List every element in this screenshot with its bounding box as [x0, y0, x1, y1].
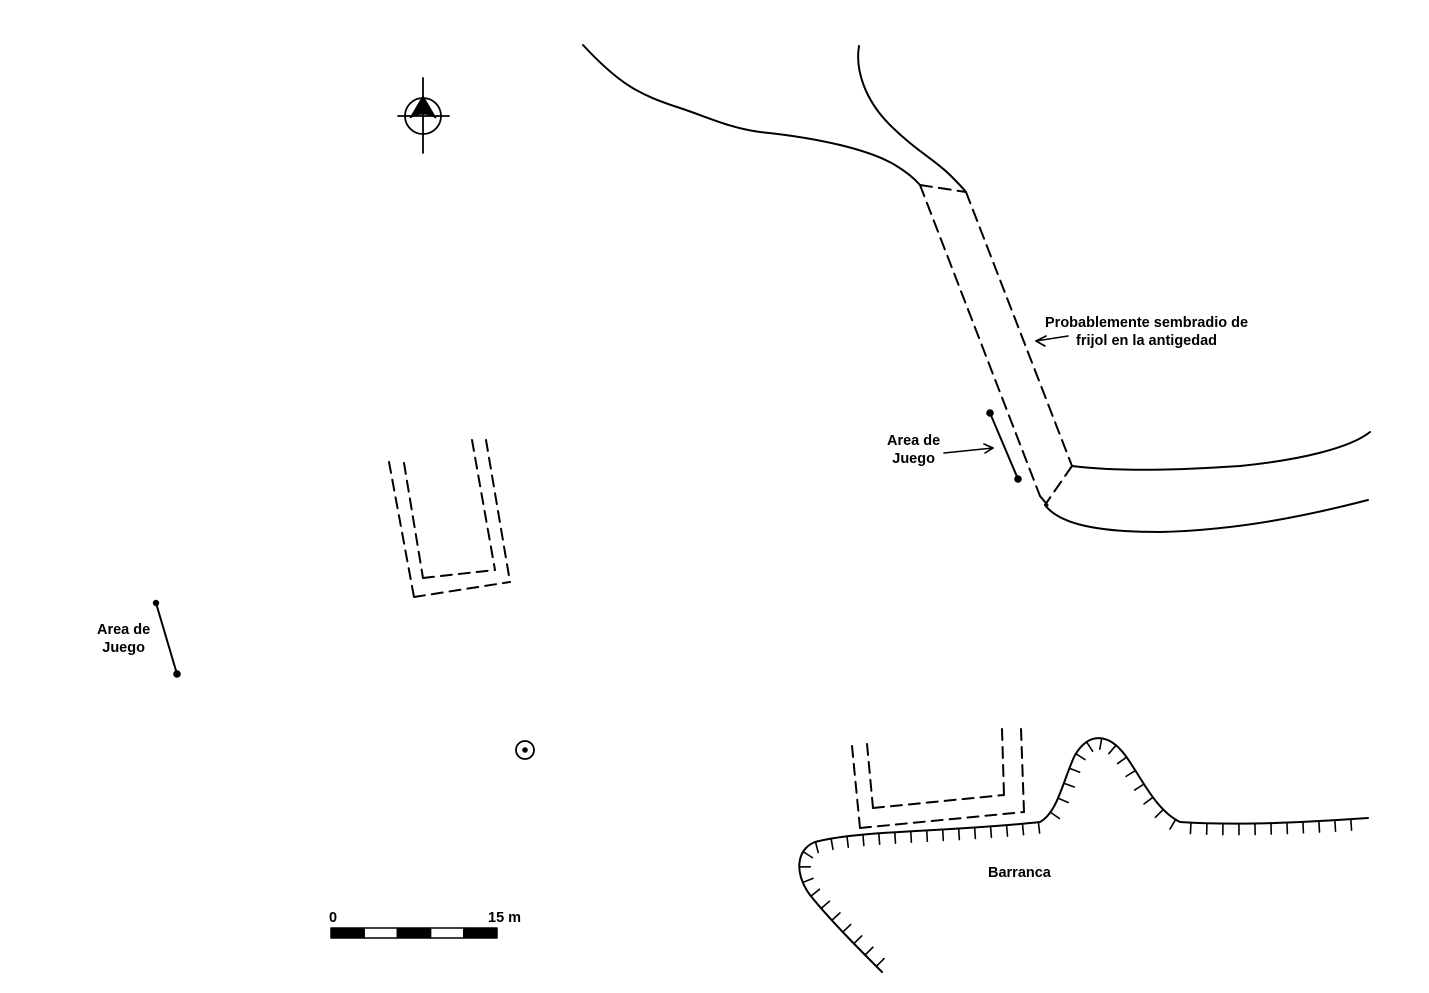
ravine-hachure-tick: [820, 900, 831, 910]
ravine-hachure-tick: [1169, 818, 1177, 830]
ravine-hachure-tick: [1350, 818, 1353, 831]
scale-bar: [330, 927, 498, 939]
ravine-hachure-tick: [841, 923, 852, 933]
bean-field-channel: [919, 184, 1073, 509]
play-area-left-marker: [152, 599, 181, 678]
play-area-left-label-line1: Area de: [97, 622, 151, 638]
ravine-hachure-tick: [989, 825, 993, 839]
ravine-hachure-tick: [1037, 821, 1041, 834]
contour-line-east-lower: [1044, 499, 1369, 533]
ravine-hachure-tick: [1143, 796, 1154, 805]
ravine-hachure-tick: [1099, 737, 1103, 750]
ravine-hachure-tick: [814, 841, 820, 854]
ravine-hachure-tick: [831, 912, 841, 922]
ravine-hachure-tick: [957, 827, 961, 841]
ravine-hachure-tick: [846, 835, 850, 849]
ravine-hachure-tick: [1063, 782, 1075, 788]
ravine-hachure-tick: [810, 888, 821, 897]
contour-line-lower: [857, 45, 967, 193]
ravine-hachure-tick: [1075, 752, 1086, 761]
ravine-hachure-tick: [1133, 783, 1145, 791]
u-structure-center: [388, 439, 511, 598]
scale-bar-segment: [429, 927, 465, 939]
ravine-hachure-tick: [1334, 819, 1337, 832]
ravine-hachure-tick: [1021, 823, 1025, 836]
ravine-hachure-tick: [1005, 824, 1009, 837]
bean-field-label-line1: Probablemente sembradio de: [1045, 315, 1249, 331]
ravine-hachure-tick: [941, 828, 945, 842]
ravine-hachure-tick: [862, 833, 865, 847]
scale-end-label: 15 m: [488, 910, 522, 926]
ravine-hachure-tick: [1189, 821, 1192, 835]
play-area-right-label-line1: Area de: [887, 433, 941, 449]
scale-bar-segment: [396, 927, 432, 939]
ravine-hachure-tick: [973, 826, 977, 840]
play-area-right-label: Area de Juego: [887, 432, 940, 468]
play-area-left-label: Area de Juego: [97, 621, 150, 657]
ravine-edge: [798, 737, 1369, 973]
ravine-hachure-tick: [864, 946, 874, 956]
ravine-hachure-tick: [909, 830, 913, 844]
ravine-hachure-tick: [1057, 797, 1069, 804]
scale-start-label: 0: [329, 910, 338, 926]
ravine-hachure-tick: [875, 957, 885, 968]
bean-field-pointer: [1035, 335, 1069, 347]
contour-line-east-upper: [1071, 431, 1371, 471]
ravine-hachure-tick: [893, 831, 897, 844]
ravine-label: Barranca: [988, 865, 1051, 881]
scale-bar-segment: [463, 927, 498, 939]
u-structure-south: [851, 728, 1025, 829]
ravine-hachure-tick: [1318, 820, 1321, 833]
play-area-left-label-line2: Juego: [102, 640, 145, 656]
north-arrow-icon: [397, 77, 450, 154]
ravine-hachure-tick: [1302, 821, 1305, 834]
ravine-hachure-tick: [1154, 808, 1165, 819]
ravine-hachure-tick: [1049, 811, 1061, 820]
scale-bar-segment: [330, 927, 365, 939]
ravine-hachure-tick: [1125, 769, 1137, 778]
bean-field-label: Probablemente sembradio de frijol en la …: [1045, 314, 1248, 350]
ravine-hachure-tick: [801, 877, 814, 884]
ravine-hachure-tick: [1116, 756, 1128, 765]
ravine-hachures: [798, 737, 1353, 968]
ravine-hachure-tick: [830, 837, 834, 851]
circle-marker-icon: [515, 740, 535, 760]
play-area-right-label-line2: Juego: [892, 451, 935, 467]
contour-line-upper: [582, 44, 921, 186]
ravine-hachure-tick: [878, 832, 881, 846]
scale-bar-segment: [363, 927, 399, 939]
play-area-right-marker: [943, 409, 1022, 483]
ravine-hachure-tick: [1108, 744, 1117, 755]
bean-field-label-line2: frijol en la antigedad: [1076, 333, 1218, 349]
ravine-hachure-tick: [802, 850, 814, 859]
ravine-hachure-tick: [1068, 767, 1081, 774]
ravine-hachure-tick: [853, 935, 863, 945]
ravine-hachure-tick: [1085, 741, 1094, 752]
ravine-hachure-tick: [925, 829, 929, 843]
